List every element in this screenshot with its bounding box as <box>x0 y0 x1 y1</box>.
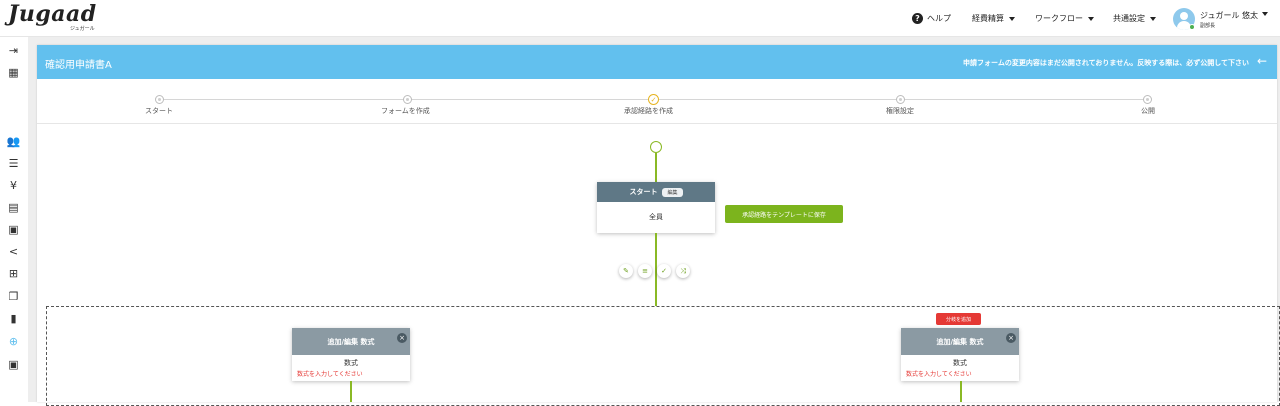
users-icon[interactable]: 👥 <box>6 135 21 148</box>
branch-node-error: 数式を入力してください <box>297 371 363 378</box>
step-label-publish: 公開 <box>1141 107 1155 115</box>
step-dot-route[interactable] <box>648 94 659 105</box>
pencil-icon[interactable]: ✎ <box>619 264 633 278</box>
step-label-start: スタート <box>145 107 173 115</box>
help-label: ヘルプ <box>927 14 951 23</box>
card-header: 確認用申請書A 申請フォームの変更内容はまだ公開されておりません。反映する際は、… <box>37 45 1277 79</box>
branch-node-header: 追加/編集 数式 <box>901 328 1019 355</box>
step-dot-form[interactable] <box>403 95 412 104</box>
step-dot-publish[interactable] <box>1143 95 1152 104</box>
building-icon[interactable]: ▦ <box>8 66 19 79</box>
menu-common-settings-label: 共通設定 <box>1113 14 1145 23</box>
branch-node-header: 追加/編集 数式 <box>292 328 410 355</box>
step-dot-permission[interactable] <box>896 95 905 104</box>
step-label-route: 承認経路を作成 <box>624 107 673 115</box>
close-icon[interactable]: × <box>1006 333 1016 343</box>
chevron-down-icon <box>1150 16 1156 21</box>
top-bar: Jugaad ジュガール ? ヘルプ 経費精算 ワークフロー 共通設定 ジュガー… <box>0 0 1280 37</box>
step-label-form: フォームを作成 <box>381 107 430 115</box>
start-node-header: スタート 編集 <box>597 182 715 202</box>
list-icon[interactable]: ☰ <box>8 157 19 170</box>
menu-workflow-label: ワークフロー <box>1035 14 1083 23</box>
start-node-body: 全員 <box>649 213 663 221</box>
step-label-permission: 権限設定 <box>886 107 914 115</box>
menu-common-settings[interactable]: 共通設定 <box>1113 0 1156 37</box>
help-icon: ? <box>912 13 923 24</box>
list-icon[interactable]: ≡ <box>638 264 652 278</box>
branch-node-title: 追加/編集 数式 <box>936 337 984 346</box>
branch-node-left[interactable]: 追加/編集 数式 × 数式 数式を入力してください <box>292 328 410 381</box>
workflow-icon[interactable]: ⊕ <box>8 335 19 348</box>
close-icon[interactable]: × <box>397 333 407 343</box>
yen-icon[interactable]: ¥ <box>10 179 17 192</box>
menu-workflow[interactable]: ワークフロー <box>1035 0 1094 37</box>
publish-notice: 申請フォームの変更内容はまだ公開されておりません。反映する際は、必ず公開して下さ… <box>963 59 1249 67</box>
shuffle-icon[interactable]: ⤨ <box>676 264 690 278</box>
copy-icon[interactable]: ❐ <box>8 290 19 303</box>
menu-expense-label: 経費精算 <box>972 14 1004 23</box>
chevron-down-icon <box>1009 16 1015 21</box>
share-icon[interactable]: < <box>8 245 19 258</box>
add-branch-button[interactable]: 分岐を追加 <box>936 313 981 325</box>
flow-connector <box>960 381 962 402</box>
start-node[interactable]: スタート 編集 全員 <box>597 182 715 233</box>
check-icon: ✓ <box>650 95 657 104</box>
online-status-icon <box>1189 24 1195 30</box>
flow-connector <box>655 153 657 182</box>
sidebar: ⇥ ▦ 👥 ☰ ¥ ▤ ▣ < ⊞ ❐ ▮ ⊕ ▣ <box>0 37 28 402</box>
branch-node-title: 追加/編集 数式 <box>327 337 375 346</box>
flow-connector <box>350 381 352 402</box>
app-logo[interactable]: Jugaad <box>8 1 97 27</box>
branch-node-body: 数式 <box>953 359 967 367</box>
user-name[interactable]: ジュガール 悠太 <box>1200 11 1258 20</box>
menu-expense[interactable]: 経費精算 <box>972 0 1015 37</box>
document-icon[interactable]: ▤ <box>8 201 19 214</box>
edit-button[interactable]: 編集 <box>662 187 683 197</box>
branch-node-body: 数式 <box>344 359 358 367</box>
table-icon[interactable]: ⊞ <box>8 267 19 280</box>
user-menu-chevron-icon[interactable] <box>1262 12 1268 16</box>
branch-node-right[interactable]: 追加/編集 数式 × 数式 数式を入力してください <box>901 328 1019 381</box>
save-template-button[interactable]: 承認経路をテンプレートに保存 <box>725 205 843 223</box>
receipt-icon[interactable]: ▣ <box>8 223 19 236</box>
branch-container <box>46 306 1280 406</box>
start-node-title: スタート <box>629 188 658 196</box>
wallet-icon[interactable]: ▣ <box>8 358 19 371</box>
file-icon[interactable]: ▮ <box>10 312 17 325</box>
check-icon[interactable]: ✓ <box>657 264 671 278</box>
user-role: 副部長 <box>1200 23 1216 29</box>
back-arrow-icon[interactable]: ← <box>1256 54 1267 68</box>
flow-start-circle <box>650 141 662 153</box>
page-title: 確認用申請書A <box>45 60 112 71</box>
flow-connector <box>655 233 657 306</box>
step-dot-start[interactable] <box>155 95 164 104</box>
branch-node-error: 数式を入力してください <box>906 371 972 378</box>
help-link[interactable]: ? ヘルプ <box>912 0 951 37</box>
stepper: スタート フォームを作成 ✓ 承認経路を作成 権限設定 公開 <box>37 79 1277 124</box>
expand-sidebar-icon[interactable]: ⇥ <box>8 44 19 57</box>
app-logo-subtitle: ジュガール <box>70 26 95 32</box>
chevron-down-icon <box>1088 16 1094 21</box>
